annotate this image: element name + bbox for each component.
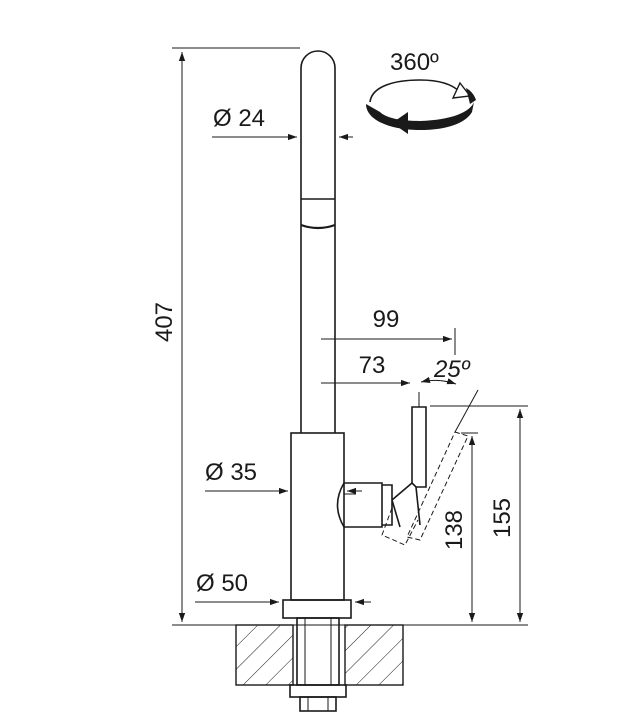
dimension-lever-angle: 25º (418, 356, 479, 433)
overall-height-label: 407 (151, 302, 178, 342)
reach-outer-label: 99 (373, 306, 400, 333)
dimension-reach-outer: 99 (321, 306, 456, 355)
lever-height-low-label: 138 (441, 510, 468, 550)
countertop-section (235, 624, 404, 686)
mounting-shank (289, 617, 347, 712)
dimension-base-diameter: Ø 50 (195, 570, 371, 606)
spout-diameter-label: Ø 24 (213, 105, 265, 132)
rotation-label: 360º (390, 49, 439, 76)
lever-height-high-label: 155 (489, 498, 516, 538)
reach-inner-label: 73 (359, 352, 386, 379)
lever-cartridge (336, 482, 393, 528)
lever-handle (391, 406, 427, 528)
dimension-reach-inner: 73 (321, 352, 410, 387)
faucet-base (282, 599, 352, 619)
lever-angle-label: 25º (433, 356, 471, 383)
dimension-spout-diameter: Ø 24 (212, 105, 353, 141)
faucet-spout (300, 50, 336, 433)
lever-handle-open (381, 431, 469, 546)
base-diameter-label: Ø 50 (196, 570, 248, 597)
dimension-body-diameter: Ø 35 (205, 459, 362, 495)
dimension-lever-heights: 138 155 (430, 405, 528, 622)
dimension-overall-height: 407 (151, 47, 300, 622)
faucet-body (290, 432, 345, 601)
body-diameter-label: Ø 35 (205, 459, 257, 486)
rotation-360-icon: 360º (366, 49, 476, 134)
